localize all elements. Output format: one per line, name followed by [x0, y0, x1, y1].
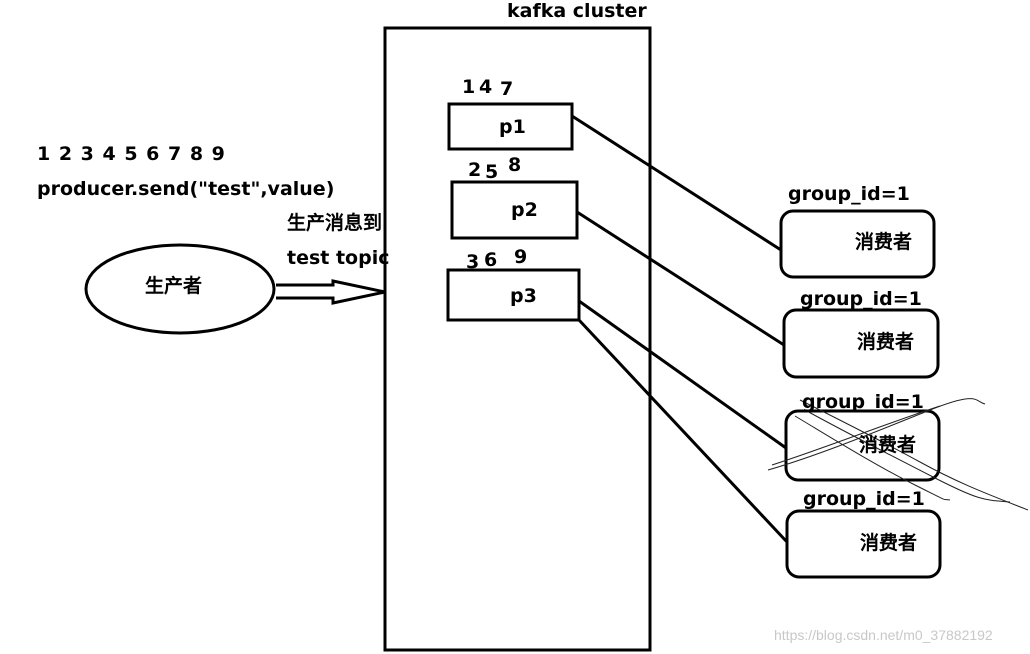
p2-number-2: 2	[468, 159, 482, 181]
partition-box-p2	[450, 180, 579, 240]
p3-number-3: 3	[466, 251, 480, 273]
p1-number-1: 1	[462, 76, 476, 98]
partition-box-p1	[447, 102, 574, 151]
consumer-4-label: 消费者	[860, 532, 918, 554]
partition-label-p3: p3	[510, 285, 537, 307]
consumer-3-group: group_id=1	[802, 391, 924, 413]
cross-out-scribble	[767, 398, 1029, 511]
consumer-box-1	[779, 209, 936, 279]
consumer-3-label: 消费者	[859, 434, 917, 456]
link-p1-consumer-1	[571, 114, 782, 252]
partition-label-p2: p2	[511, 199, 538, 221]
link-p3-consumer-3	[578, 299, 787, 450]
consumer-4-group: group_id=1	[803, 488, 925, 510]
partition-label-p1: p1	[499, 116, 526, 138]
producer-ellipse	[84, 243, 276, 335]
message-numbers: 1 2 3 4 5 6 7 8 9	[37, 143, 226, 165]
produce-arrow	[276, 279, 386, 305]
consumer-2-group: group_id=1	[800, 288, 922, 310]
p1-number-4: 4	[479, 76, 493, 98]
consumer-2-label: 消费者	[857, 331, 915, 353]
p2-number-5: 5	[485, 161, 499, 183]
cluster-title: kafka cluster	[507, 0, 647, 22]
p3-number-6: 6	[484, 249, 498, 271]
producer-send-code: producer.send("test",value)	[37, 178, 335, 200]
consumer-box-3	[784, 409, 941, 482]
consumer-box-4	[785, 509, 942, 579]
partition-box-p3	[446, 268, 581, 322]
arrow-label-line1: 生产消息到	[287, 212, 383, 234]
link-p2-consumer-2	[576, 210, 785, 347]
consumer-1-group: group_id=1	[788, 183, 910, 205]
consumer-1-label: 消费者	[855, 231, 913, 253]
arrow-label-line2: test topic	[287, 247, 390, 269]
p2-number-8: 8	[508, 154, 522, 176]
p3-number-9: 9	[514, 246, 528, 268]
producer-label: 生产者	[145, 275, 203, 297]
watermark: https://blog.csdn.net/m0_37882192	[774, 627, 993, 643]
p1-number-7: 7	[500, 78, 514, 100]
link-p3-consumer-4	[577, 318, 789, 544]
cluster-box	[383, 26, 652, 652]
